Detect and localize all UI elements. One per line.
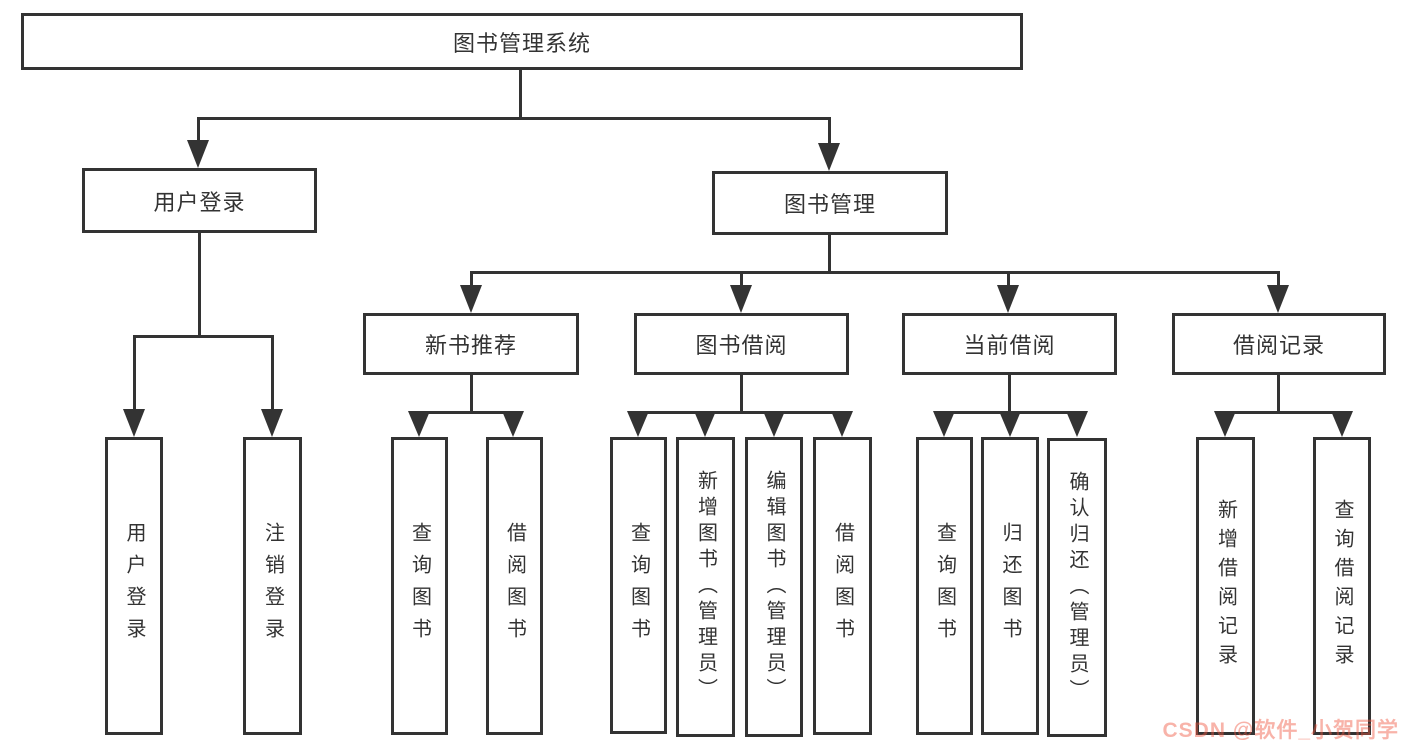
arrow-to-user-login-leaf [123, 409, 145, 437]
connector-user-hline [133, 335, 274, 338]
arrow-to-new-books [460, 285, 482, 313]
leaf-bb-borrow-label: 借阅图书 [831, 522, 854, 650]
leaf-bb-query-label: 查询图书 [627, 521, 650, 650]
node-book-mgmt: 图书管理 [712, 171, 948, 235]
connector-bb-stem [740, 375, 743, 413]
arrow-to-br-query [1331, 411, 1353, 437]
leaf-cb-confirm: 确认归还（管理员） [1047, 438, 1107, 737]
leaf-bb-edit: 编辑图书（管理员） [745, 437, 803, 737]
connector-user-arm-right [271, 335, 274, 411]
leaf-bb-add-label: 新增图书（管理员） [694, 470, 717, 704]
leaf-br-add-label: 新增借阅记录 [1214, 499, 1237, 673]
node-user-login-label: 用户登录 [153, 189, 246, 215]
node-current-borrow-label: 当前借阅 [963, 333, 1056, 358]
arrow-to-book-borrow [730, 285, 752, 313]
arrow-to-borrow-records [1267, 285, 1289, 313]
leaf-cb-query: 查询图书 [916, 437, 973, 735]
leaf-br-query: 查询借阅记录 [1313, 437, 1371, 735]
node-borrow-records: 借阅记录 [1172, 313, 1386, 375]
arrow-to-logout [261, 409, 283, 437]
connector-root-arm-right [828, 117, 831, 146]
leaf-nb-borrow: 借阅图书 [486, 437, 543, 735]
arrow-to-current-borrow [997, 285, 1019, 313]
leaf-bb-borrow: 借阅图书 [813, 437, 872, 735]
node-book-mgmt-label: 图书管理 [783, 192, 876, 217]
connector-nb-stem [470, 375, 473, 413]
connector-br-stem [1277, 375, 1280, 413]
arrow-to-bb-query [627, 411, 649, 437]
node-user-login: 用户登录 [82, 168, 317, 233]
node-root-label: 图书管理系统 [452, 30, 591, 56]
connector-mgmt-hline [470, 271, 1280, 274]
leaf-user-login: 用户登录 [105, 437, 163, 735]
leaf-bb-edit-label: 编辑图书（管理员） [763, 470, 785, 704]
arrow-to-br-add [1214, 411, 1236, 437]
arrow-to-book-mgmt [818, 143, 840, 171]
leaf-bb-add: 新增图书（管理员） [676, 437, 735, 737]
leaf-nb-query: 查询图书 [391, 437, 448, 735]
node-borrow-records-label: 借阅记录 [1232, 333, 1325, 358]
leaf-br-query-label: 查询借阅记录 [1331, 499, 1353, 673]
leaf-logout: 注销登录 [243, 437, 302, 735]
arrow-to-bb-edit [763, 411, 785, 437]
connector-bb-hline [637, 411, 844, 414]
arrow-to-cb-query [933, 411, 955, 437]
node-current-borrow: 当前借阅 [902, 313, 1117, 375]
arrow-to-cb-confirm [1066, 411, 1088, 437]
arrow-to-cb-return [999, 411, 1021, 437]
leaf-cb-query-label: 查询图书 [933, 522, 956, 650]
node-new-books-label: 新书推荐 [424, 333, 517, 358]
node-book-borrow-label: 图书借阅 [695, 333, 788, 358]
node-book-borrow: 图书借阅 [634, 313, 849, 375]
leaf-logout-label: 注销登录 [261, 522, 284, 650]
leaf-nb-borrow-label: 借阅图书 [503, 522, 526, 650]
leaf-user-login-label: 用户登录 [123, 522, 145, 650]
arrow-to-bb-borrow [831, 411, 853, 437]
leaf-br-add: 新增借阅记录 [1196, 437, 1255, 735]
leaf-bb-query: 查询图书 [610, 437, 667, 734]
node-root: 图书管理系统 [21, 13, 1023, 70]
leaf-cb-return: 归还图书 [981, 437, 1039, 735]
connector-mgmt-arm-2 [740, 271, 743, 287]
node-new-books: 新书推荐 [363, 313, 579, 375]
leaf-cb-confirm-label: 确认归还（管理员） [1066, 470, 1088, 705]
arrow-to-user-login [187, 140, 209, 168]
connector-mgmt-stem [828, 235, 831, 274]
connector-nb-hline [418, 411, 515, 414]
connector-root-stem [519, 70, 522, 118]
connector-br-hline [1224, 411, 1343, 414]
leaf-cb-return-label: 归还图书 [999, 522, 1021, 650]
connector-mgmt-arm-4 [1277, 271, 1280, 287]
arrow-to-nb-borrow [502, 411, 524, 437]
connector-cb-stem [1008, 375, 1011, 413]
arrow-to-nb-query [408, 411, 430, 437]
csdn-watermark: CSDN @软件_小贺同学 [1162, 719, 1399, 742]
leaf-nb-query-label: 查询图书 [408, 522, 431, 650]
connector-root-arm-left [197, 117, 200, 143]
arrow-to-bb-add [694, 411, 716, 437]
connector-mgmt-arm-1 [470, 271, 473, 287]
connector-user-stem [198, 233, 201, 338]
connector-user-arm-left [133, 335, 136, 411]
connector-root-hline [198, 117, 830, 120]
connector-mgmt-arm-3 [1007, 271, 1010, 287]
